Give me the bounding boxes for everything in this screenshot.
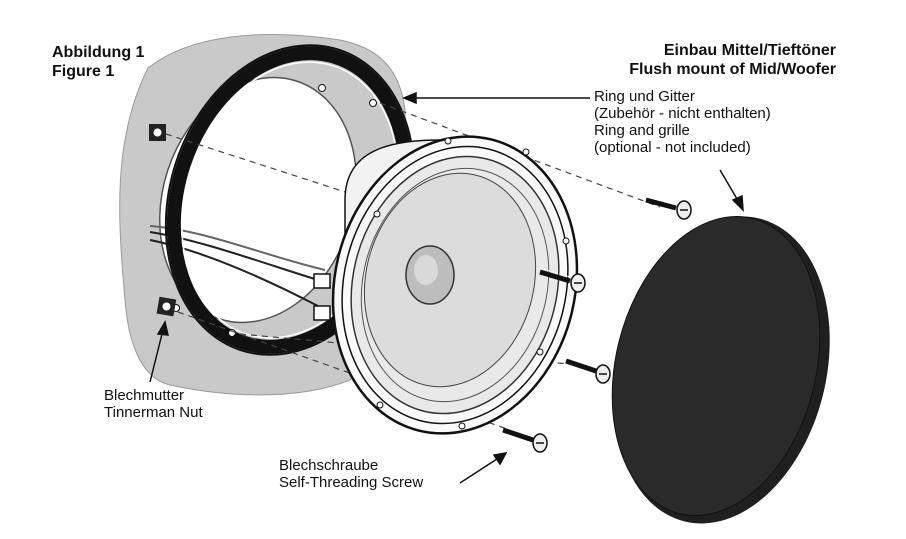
screw-bottom [502, 425, 548, 453]
screw-top [645, 195, 692, 220]
ring-label-de-1: Ring und Gitter [594, 88, 695, 105]
pointer-arrows [149, 91, 744, 484]
tinnerman-nut-top [149, 124, 166, 141]
heading-en: Flush mount of Mid/Woofer [629, 61, 836, 78]
woofer [331, 135, 579, 435]
screw-right [565, 356, 611, 384]
screw-label: Blechschraube Self-Threading Screw [279, 457, 423, 491]
ring-grille-label: Ring und Gitter (Zubehör - nicht enthalt… [594, 88, 771, 156]
frame-holes [373, 137, 570, 430]
figure-label-de: Abbildung 1 [52, 44, 145, 61]
ring-label-en-1: Ring and grille [594, 122, 690, 139]
figure-label: Abbildung 1 Figure 1 [52, 43, 144, 81]
nut-label: Blechmutter Tinnerman Nut [104, 387, 203, 421]
screw-label-en: Self-Threading Screw [279, 474, 424, 491]
ring-label-en-2: (optional - not included) [594, 139, 751, 156]
speaker-terminals [313, 273, 331, 321]
figure-label-en: Figure 1 [52, 63, 115, 80]
screw-label-de: Blechschraube [279, 457, 379, 474]
nut-label-en: Tinnerman Nut [104, 404, 203, 421]
heading-de: Einbau Mittel/Tieftöner [663, 42, 836, 59]
grille [611, 216, 830, 524]
tinnerman-nut-bottom [156, 296, 177, 317]
screw-middle [539, 267, 586, 293]
ring-label-de-2: (Zubehör - nicht enthalten) [594, 105, 771, 122]
nut-label-de: Blechmutter [104, 387, 185, 404]
diagram-heading: Einbau Mittel/Tieftöner Flush mount of M… [629, 41, 836, 79]
